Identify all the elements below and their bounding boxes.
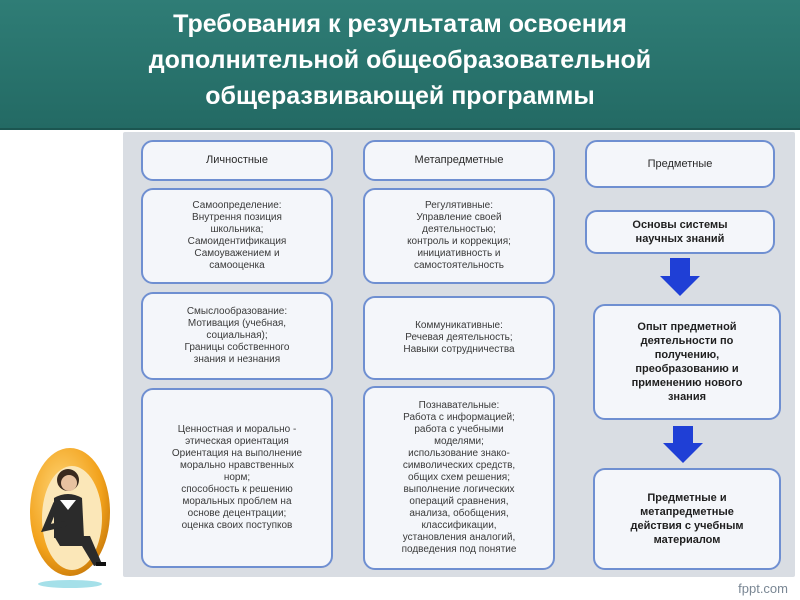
- meta-block-cognitive: Познавательные: Работа с информацией; ра…: [363, 386, 555, 570]
- title-bar: Требования к результатам освоения дополн…: [0, 0, 800, 130]
- subject-step-actions: Предметные и метапредметные действия с у…: [593, 468, 781, 570]
- personal-block-meaning: Смыслообразование: Мотивация (учебная, с…: [141, 292, 333, 380]
- woman-in-chair-illustration: [30, 448, 110, 588]
- subject-step-experience: Опыт предметной деятельности по получени…: [593, 304, 781, 420]
- arrow-down-icon: [660, 258, 700, 296]
- meta-block-communicative: Коммуникативные: Речевая деятельность; Н…: [363, 296, 555, 380]
- personal-block-self-determination: Самоопределение: Внутрення позиция школь…: [141, 188, 333, 284]
- header-meta: Метапредметные: [363, 140, 555, 181]
- slide-title: Требования к результатам освоения дополн…: [148, 10, 652, 110]
- personal-block-values: Ценностная и морально - этическая ориент…: [141, 388, 333, 568]
- header-personal: Личностные: [141, 140, 333, 181]
- meta-block-regulatory: Регулятивные: Управление своей деятельно…: [363, 188, 555, 284]
- diagram-panel: Личностные Самоопределение: Внутрення по…: [123, 132, 795, 577]
- subject-step-foundations: Основы системы научных знаний: [585, 210, 775, 254]
- header-subject: Предметные: [585, 140, 775, 188]
- arrow-down-icon: [663, 426, 703, 463]
- watermark: fppt.com: [738, 581, 788, 596]
